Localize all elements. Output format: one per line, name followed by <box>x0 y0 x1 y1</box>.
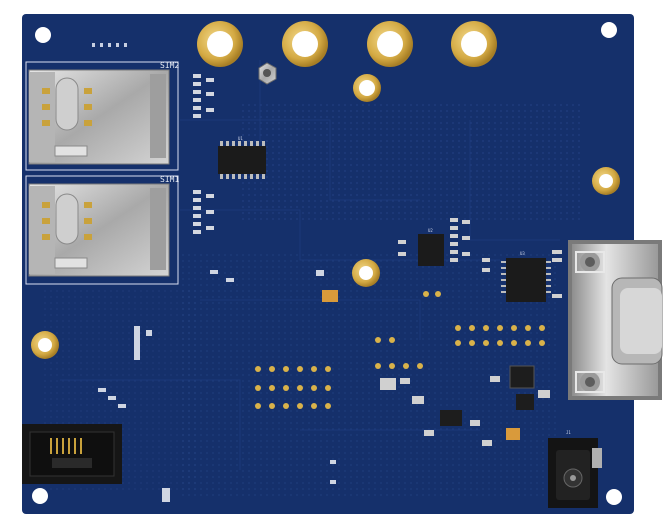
soic-chip <box>218 141 266 179</box>
mounting-hole <box>32 22 622 505</box>
gold-mount-rings <box>31 21 620 359</box>
svg-text:U3: U3 <box>520 251 525 256</box>
standoff-nut <box>258 62 277 85</box>
svg-text:J1: J1 <box>566 430 571 435</box>
svg-text:U1: U1 <box>238 136 243 141</box>
db9-serial-connector <box>568 240 663 400</box>
ic-cluster <box>398 218 562 302</box>
dc-power-jack <box>548 438 602 508</box>
sim2-slot: SIM2 <box>25 61 179 171</box>
sim1-label: SIM1 <box>160 175 179 184</box>
power-components <box>380 365 550 446</box>
rj11-jack <box>22 424 122 484</box>
svg-text:U2: U2 <box>428 228 433 233</box>
sim2-label: SIM2 <box>160 61 179 70</box>
sim1-slot: SIM1 <box>25 175 179 285</box>
gold-pad-grid <box>255 291 545 409</box>
